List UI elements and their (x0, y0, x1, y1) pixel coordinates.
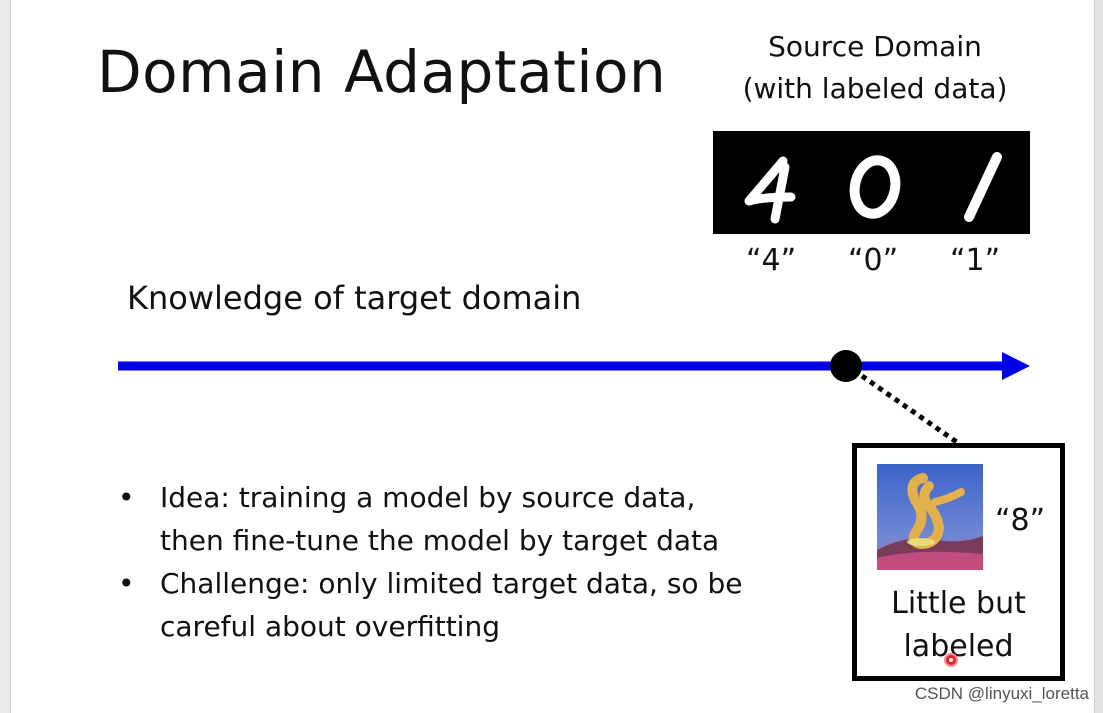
bullet-line: careful about overfitting (160, 610, 500, 643)
arrow-right-icon (1002, 352, 1030, 380)
slide-title: Domain Adaptation (97, 38, 667, 106)
bullet-line: Challenge: only limited target data, so … (160, 567, 743, 600)
target-caption-line1: Little but (891, 586, 1026, 621)
window-right-scrollbar[interactable] (1094, 0, 1103, 713)
bullet-item-challenge: • Challenge: only limited target data, s… (118, 562, 818, 648)
target-domain-box: “8” Little but labeled (852, 443, 1065, 681)
red-dot-pointer-icon (944, 653, 958, 667)
window-left-edge (0, 0, 11, 713)
source-digit-label-4: “4” (746, 243, 797, 278)
source-domain-caption: Source Domain (with labeled data) (722, 26, 1028, 110)
svhn-digit-picture (877, 464, 983, 570)
source-digits-image (713, 131, 1030, 234)
target-caption: Little but labeled (857, 582, 1060, 668)
bullet-marker: • (118, 481, 135, 514)
position-marker (830, 350, 862, 382)
target-digit-image (877, 464, 983, 570)
bullet-item-idea: • Idea: training a model by source data,… (118, 476, 818, 562)
bullet-marker: • (118, 567, 135, 600)
bullet-line: Idea: training a model by source data, (160, 481, 696, 514)
mnist-digits-picture (744, 152, 1002, 224)
watermark: CSDN @linyuxi_loretta (914, 684, 1089, 703)
source-caption-line2: (with labeled data) (742, 72, 1008, 105)
source-caption-line1: Source Domain (768, 30, 982, 63)
axis-label: Knowledge of target domain (127, 279, 582, 317)
target-caption-line2: labeled (903, 629, 1014, 664)
source-digit-label-1: “1” (950, 243, 1001, 278)
bullet-list: • Idea: training a model by source data,… (118, 476, 818, 648)
dotted-connector (860, 373, 960, 446)
source-digit-label-0: “0” (848, 243, 899, 278)
bullet-line: then fine-tune the model by target data (160, 524, 720, 557)
target-digit-label: “8” (995, 503, 1046, 538)
